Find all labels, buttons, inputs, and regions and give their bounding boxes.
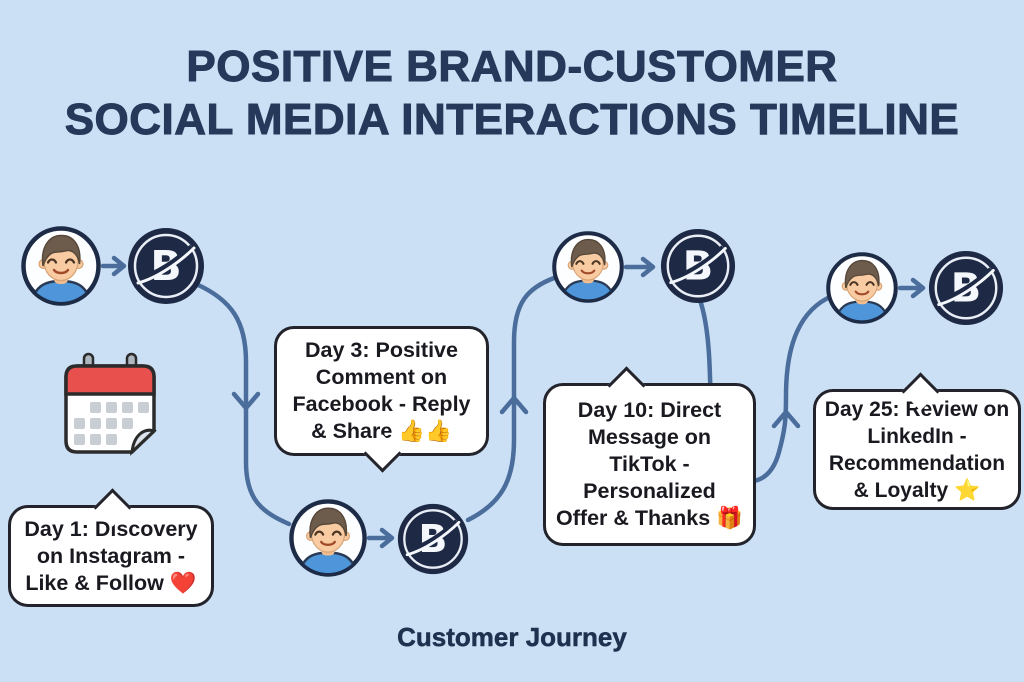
page-title: POSITIVE BRAND-CUSTOMER SOCIAL MEDIA INT… — [0, 40, 1024, 146]
page-title-line1: POSITIVE BRAND-CUSTOMER — [186, 42, 838, 92]
brand-logo-step3: B — [659, 227, 737, 305]
customer-avatar-step4 — [826, 252, 898, 324]
bubble-line: on Instagram - — [36, 543, 186, 568]
bubble-line: TikTok - — [609, 452, 690, 476]
bubble-line: Comment on — [315, 365, 448, 389]
star-emoji: ⭐ — [954, 478, 981, 502]
thumbs-up-emoji: 👍👍 — [398, 419, 452, 443]
bubble-text: Day 25: Review on LinkedIn - Recommendat… — [825, 396, 1009, 504]
brand-logo-step4: B — [927, 249, 1005, 327]
bubble-line: Day 3: Positive — [305, 338, 458, 362]
bubble-text: Day 1: Discovery on Instagram - Like & F… — [24, 516, 197, 597]
connector-step2-step3 — [465, 275, 557, 523]
brand-logo-icon: B — [660, 228, 736, 304]
customer-avatar-icon — [289, 499, 367, 577]
brand-logo-step1: B — [126, 226, 206, 306]
bubble-line: Recommendation — [828, 451, 1006, 475]
gift-emoji: 🎁 — [716, 506, 743, 530]
pair-arrow-icon — [100, 255, 926, 549]
page-title-line2: SOCIAL MEDIA INTERACTIONS TIMELINE — [64, 95, 960, 145]
brand-logo-icon: B — [397, 503, 469, 575]
speech-bubble-day-10: Day 10: Direct Message on TikTok - Perso… — [543, 366, 756, 546]
bubble-text: Day 10: Direct Message on TikTok - Perso… — [556, 397, 743, 532]
connector-arrowhead-up-icon — [499, 395, 529, 415]
connector-arrowhead-up-icon — [771, 409, 801, 429]
connector-step1-step2 — [193, 281, 292, 527]
bubble-line: Message on — [587, 425, 712, 449]
bubble-line: Facebook - Reply — [292, 392, 471, 416]
bubble-line: Day 10: Direct — [577, 398, 722, 422]
bubble-line: Personalized — [583, 479, 716, 503]
bubble-line: Offer & Thanks🎁 — [556, 506, 743, 530]
customer-journey-label: Customer Journey — [397, 622, 627, 653]
customer-avatar-icon — [552, 231, 624, 303]
brand-logo-step2: B — [396, 502, 470, 576]
brand-logo-icon: B — [128, 228, 204, 304]
speech-bubble-day-1: Day 1: Discovery on Instagram - Like & F… — [8, 488, 214, 607]
speech-bubble-day-3: Day 3: Positive Comment on Facebook - Re… — [274, 326, 489, 473]
calendar-icon — [60, 350, 160, 464]
bubble-line: & Loyalty⭐ — [853, 478, 981, 502]
bubble-line: Day 25: Review on — [824, 397, 1010, 421]
customer-avatar-icon — [826, 252, 898, 324]
bubble-text: Day 3: Positive Comment on Facebook - Re… — [292, 337, 470, 445]
connector-arrowhead-down-icon — [231, 391, 261, 411]
customer-avatar-step1 — [21, 226, 101, 306]
bubble-line: Like & Follow❤️ — [25, 570, 197, 595]
customer-avatar-step2 — [289, 499, 367, 577]
speech-bubble-day-25: Day 25: Review on LinkedIn - Recommendat… — [813, 372, 1021, 510]
bubble-line: & Share👍👍 — [311, 419, 452, 443]
bubble-line: LinkedIn - — [867, 424, 967, 448]
customer-avatar-icon — [21, 226, 101, 306]
heart-emoji: ❤️ — [169, 570, 197, 595]
brand-logo-icon: B — [928, 250, 1004, 326]
customer-avatar-step3 — [552, 231, 624, 303]
